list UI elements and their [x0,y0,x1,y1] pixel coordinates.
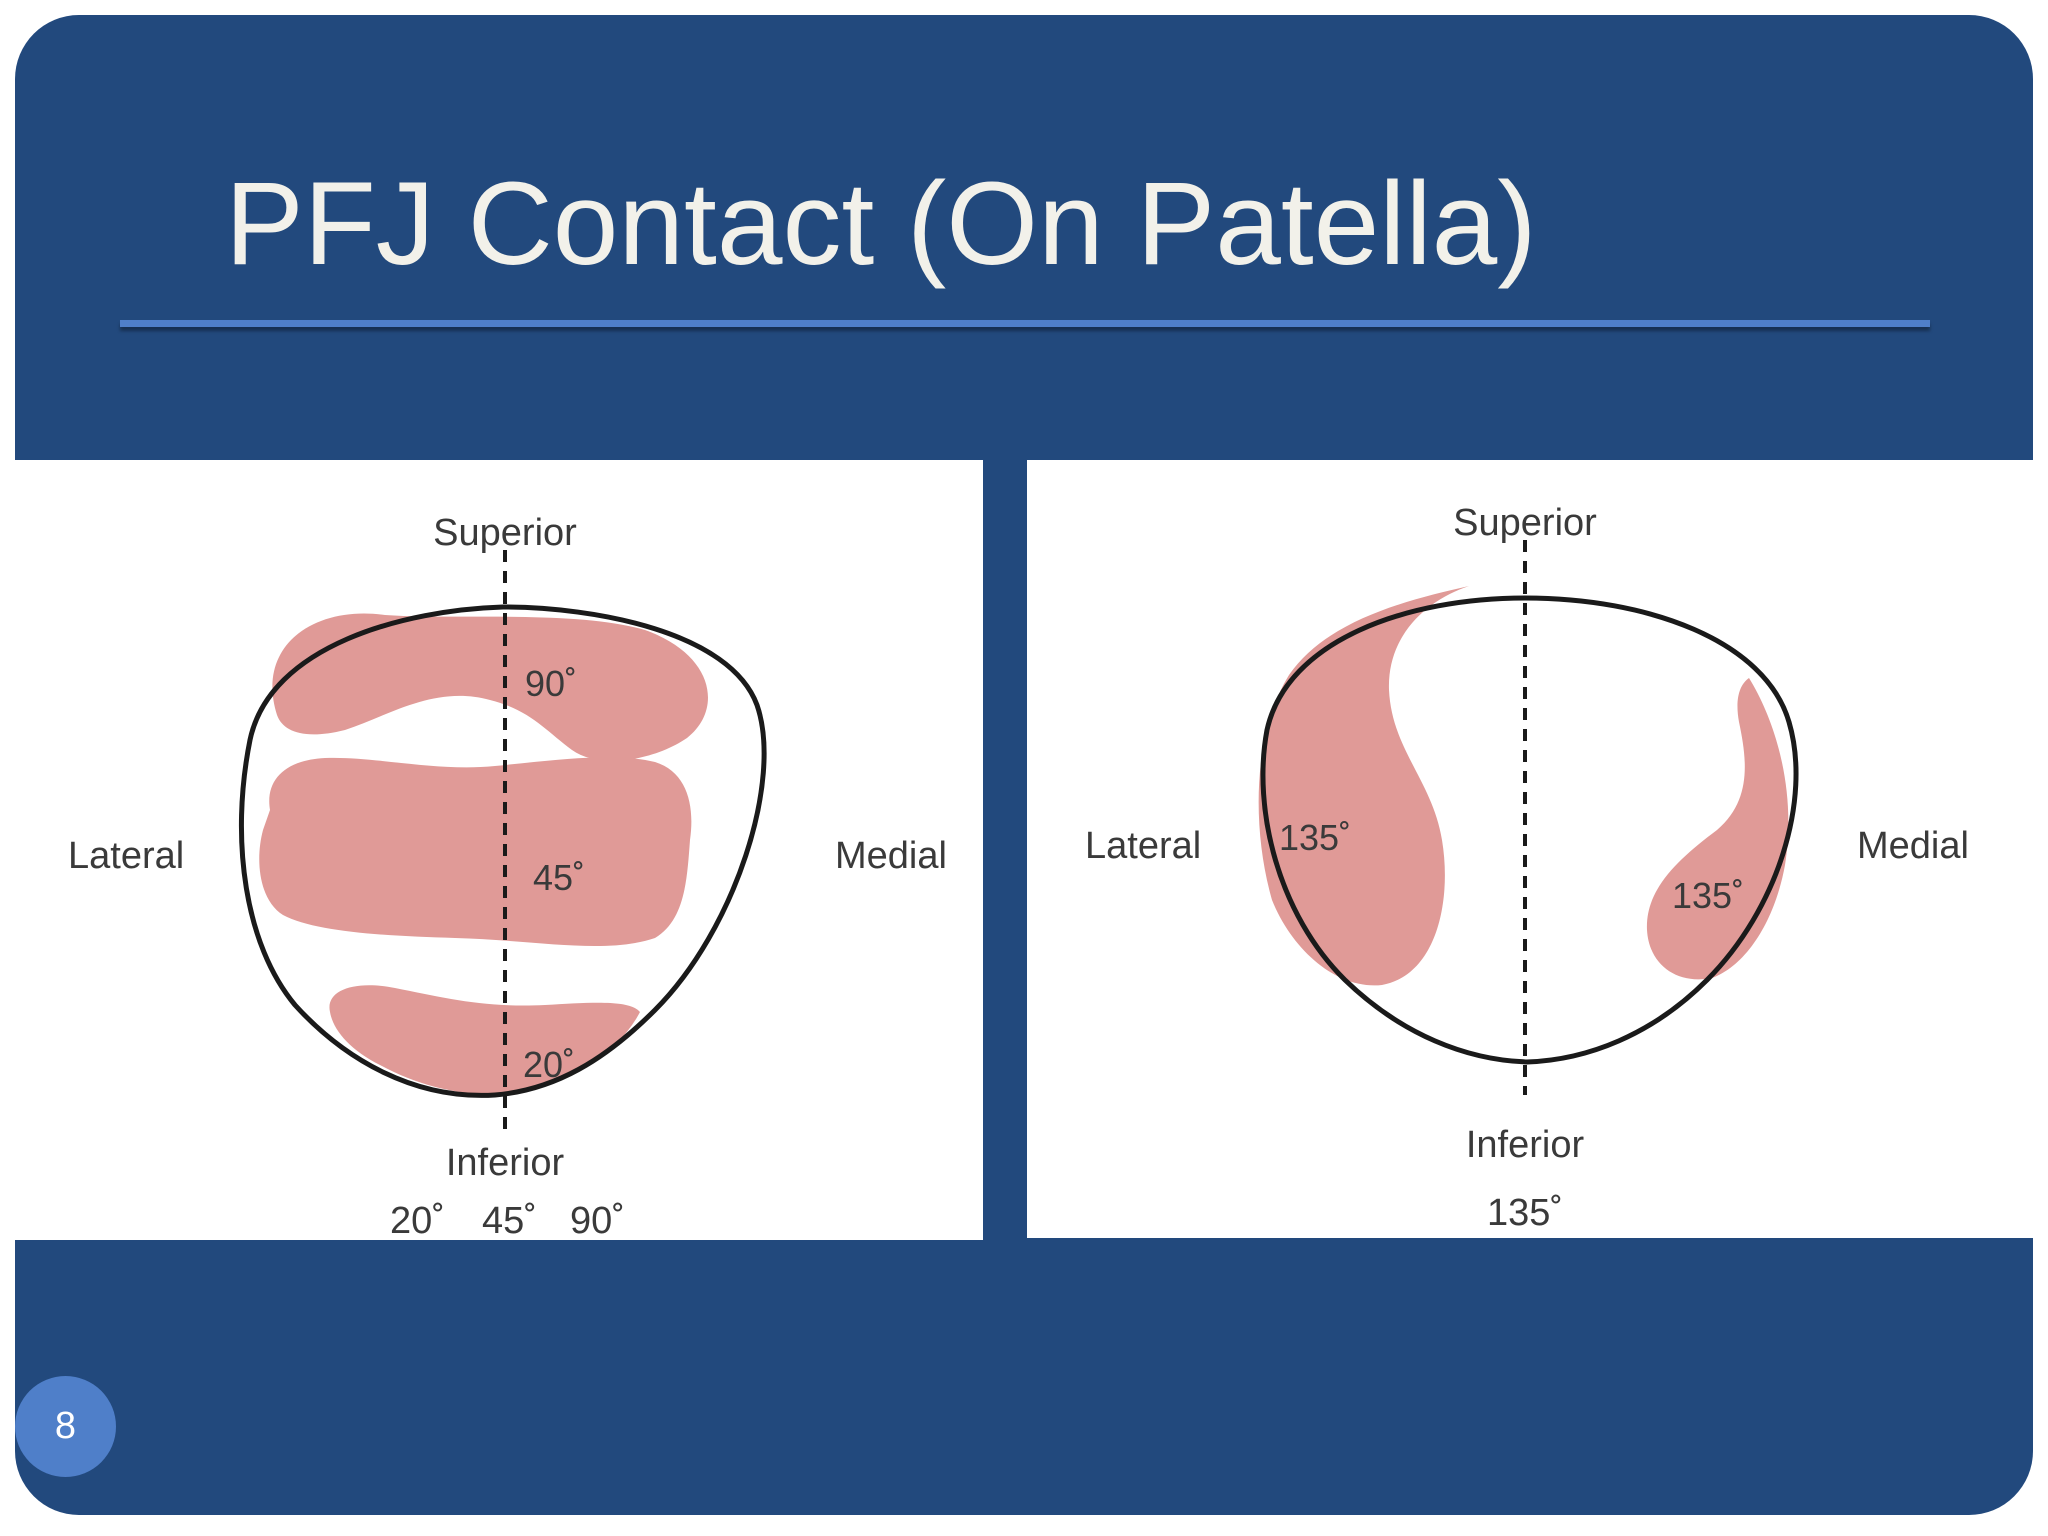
superior-label: Superior [1453,502,1597,544]
inferior-label: Inferior [1466,1124,1585,1166]
slide-title: PFJ Contact (On Patella) [225,158,1537,290]
superior-label: Superior [433,512,577,554]
legend-90: 90˚ [570,1200,625,1240]
patella-outline [238,604,767,1098]
zone-label-90: 90˚ [525,663,577,704]
medial-label: Medial [1857,825,1969,867]
title-divider [120,320,1930,327]
zone-label-135-medial: 135˚ [1672,875,1744,916]
zone-label-20: 20˚ [523,1044,575,1085]
patella-outline [1260,595,1799,1065]
medial-label: Medial [835,835,947,877]
legend-20: 20˚ [390,1200,445,1240]
right-patella-diagram: Superior Inferior Lateral Medial 135˚ 13… [1085,502,1969,1234]
contact-zone-45 [259,757,692,947]
contact-zone-135-medial [1646,678,1789,980]
zone-label-45: 45˚ [533,857,585,898]
left-patella-diagram: Superior Inferior Lateral Medial 90˚ 45˚… [68,512,947,1240]
page-number-badge: 8 [15,1376,116,1477]
lateral-label: Lateral [68,835,184,877]
right-diagram-panel: Superior Inferior Lateral Medial 135˚ 13… [1027,460,2033,1238]
zone-label-135-lateral: 135˚ [1279,817,1351,858]
slide: PFJ Contact (On Patella) Superior Inferi… [15,15,2033,1515]
lateral-label: Lateral [1085,825,1201,867]
legend-135: 135˚ [1487,1192,1563,1234]
inferior-label: Inferior [446,1142,565,1184]
contact-zone-90 [272,613,708,761]
contact-zone-135-lateral [1258,586,1469,986]
page-number: 8 [54,1405,77,1447]
contact-zone-20 [329,985,640,1095]
legend-45: 45˚ [482,1200,537,1240]
left-diagram-panel: Superior Inferior Lateral Medial 90˚ 45˚… [15,460,983,1240]
